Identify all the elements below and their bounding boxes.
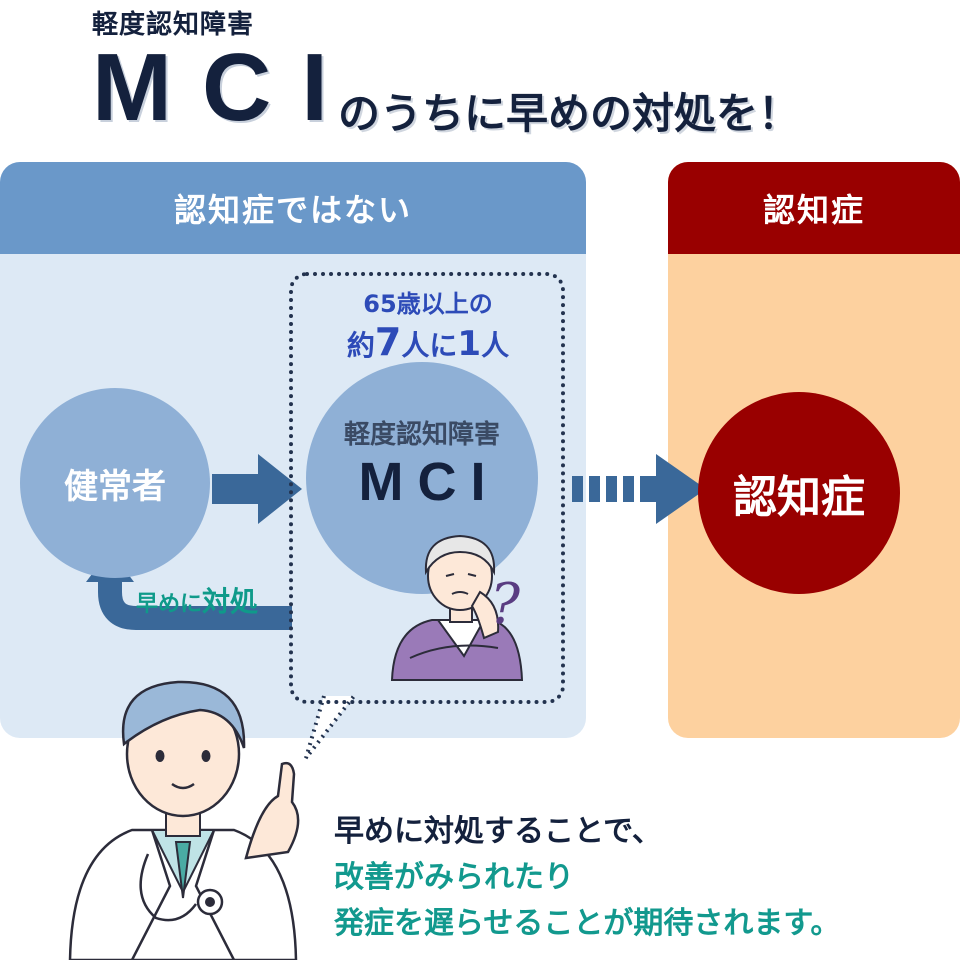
stat-prefix: 約 xyxy=(346,329,375,362)
mci-circle-title: MCI xyxy=(358,451,500,512)
message-line-2: 改善がみられたり xyxy=(334,860,574,895)
message-line-3: 発症を遅らせることが期待されます。 xyxy=(334,906,841,941)
mci-speech-bubble xyxy=(289,272,565,704)
mci-circle: 軽度認知障害 MCI xyxy=(306,362,538,594)
arrow-mci-to-dementia xyxy=(572,454,706,524)
healthy-label: 健常者 xyxy=(64,466,166,507)
title-kicker: 軽度認知障害 xyxy=(92,10,255,40)
early-action-label: 早めに対処 xyxy=(136,580,258,620)
title-rest: のうちに早めの対処を！ xyxy=(338,89,801,138)
question-mark-icon: ? xyxy=(490,572,521,637)
mci-circle-subtitle: 軽度認知障害 xyxy=(343,419,500,450)
arrow-healthy-to-mci xyxy=(212,454,302,524)
stat-num-1: 1 xyxy=(457,324,482,364)
healthy-circle: 健常者 xyxy=(20,388,210,578)
stat-num-7: 7 xyxy=(374,320,402,364)
dementia-label: 認知症 xyxy=(733,472,865,523)
stat-mid: 人に xyxy=(401,329,458,362)
title-mci: MCI xyxy=(92,34,358,141)
not-dementia-header: 認知症ではない xyxy=(0,162,586,254)
message-line-1: 早めに対処することで、 xyxy=(334,814,662,849)
dementia-circle: 認知症 xyxy=(698,392,900,594)
early-action-small: 早めに xyxy=(136,592,203,617)
stat-age: 65歳以上の xyxy=(363,290,493,318)
early-action-big: 対処 xyxy=(202,585,259,618)
bubble-tail xyxy=(304,694,356,760)
doctor-illustration xyxy=(68,680,300,960)
worried-woman-illustration xyxy=(390,534,524,681)
stat-ratio: 約7人に1人 xyxy=(300,320,556,364)
stat-suffix: 人 xyxy=(481,329,510,362)
dementia-header: 認知症 xyxy=(668,162,960,254)
